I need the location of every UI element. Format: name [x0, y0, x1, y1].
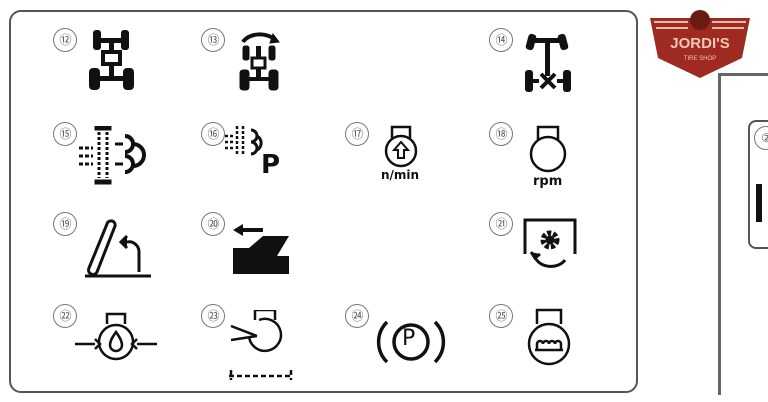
hitch-icon	[233, 224, 289, 274]
number-label: ㉓	[201, 304, 225, 328]
p-label: P	[402, 326, 416, 351]
number-label: ⑫	[53, 28, 77, 52]
engine-rpm-up-icon	[384, 125, 418, 168]
number-label: ⑮	[53, 122, 77, 146]
indicator-panel: ⑫ ⑬ ⑭ ⑮ ⑯ P ⑰ n/min ⑱ rpm ⑲ ⑳ ㉑ ㉒ ㉓ ㉔ P …	[9, 10, 638, 393]
number-label: ⑭	[489, 28, 513, 52]
auto-mode-gear-icon	[523, 218, 577, 268]
hitch-position-icon	[229, 310, 293, 380]
number-label: ⑯	[201, 122, 225, 146]
unit-label: rpm	[533, 174, 563, 189]
indicator-15: ⑮	[53, 122, 193, 212]
logo-subtext: TIRE SHOP	[684, 56, 716, 62]
number-label: ㉒	[53, 304, 77, 328]
indicator-22: ㉒	[53, 304, 193, 394]
parking-brake-icon	[376, 320, 446, 364]
indicator-bar	[756, 184, 762, 222]
unit-label: n/min	[381, 168, 420, 182]
indicator-23: ㉓	[201, 304, 341, 394]
indicator-24: ㉔ P	[345, 304, 485, 394]
glow-plug-icon	[527, 308, 571, 366]
auto-lift-icon	[85, 219, 151, 278]
differential-lock-icon	[525, 33, 571, 92]
indicator-21: ㉑	[489, 212, 629, 302]
indicator-13: ⑬	[201, 28, 341, 118]
number-label: ㉔	[345, 304, 369, 328]
indicator-18: ⑱ rpm	[489, 122, 629, 212]
engine-rpm-icon	[529, 125, 567, 173]
p-label: P	[261, 150, 281, 180]
engine-oil-pressure-icon	[75, 312, 157, 361]
number-label: ⑳	[201, 212, 225, 236]
indicator-20: ⑳	[201, 212, 341, 302]
indicator-14: ⑭	[489, 28, 629, 118]
front-wheel-drive-speed-up-icon	[239, 32, 280, 91]
number-label: ㉑	[489, 212, 513, 236]
number-label: ⑲	[53, 212, 77, 236]
indicator-25: ㉕	[489, 304, 629, 394]
divider-line	[718, 73, 721, 395]
number-label: ⑱	[489, 122, 513, 146]
indicator-12: ⑫	[53, 28, 193, 118]
parked-regeneration-icon	[225, 126, 263, 156]
number-label: ⑬	[201, 28, 225, 52]
logo-text: JORDI'S	[670, 35, 729, 52]
number-label: ⑰	[345, 122, 369, 146]
number-label: ②	[754, 126, 768, 150]
jordis-tire-shop-logo: JORDI'S TIRE SHOP	[650, 10, 750, 78]
number-label: ㉕	[489, 304, 513, 328]
dpf-regeneration-icon	[79, 126, 146, 185]
four-wheel-drive-icon	[89, 30, 134, 90]
right-indicator-box: ②	[748, 120, 768, 249]
indicator-16: ⑯ P	[201, 122, 341, 212]
divider-line	[718, 73, 768, 76]
indicator-19: ⑲	[53, 212, 193, 302]
indicator-17: ⑰ n/min	[345, 122, 485, 212]
